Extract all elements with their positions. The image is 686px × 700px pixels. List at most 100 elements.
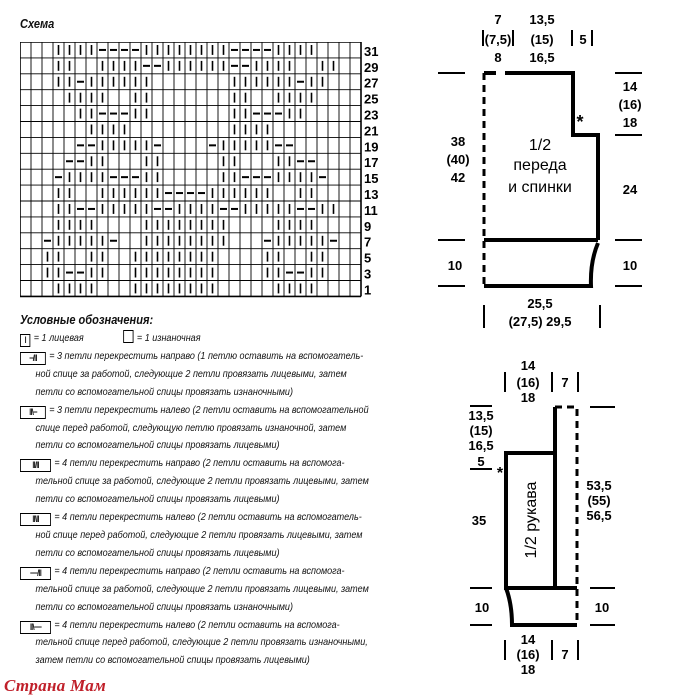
legend-text: петли со вспомогательной спицы провязать… xyxy=(35,385,293,398)
dim-total-length: 53,5 xyxy=(586,478,611,493)
body-outline xyxy=(505,71,600,240)
dim-sleeve-top: (16) xyxy=(516,375,539,390)
legend-title: Условные обозначения: xyxy=(20,312,154,327)
legend-text: тельной спице перед работой, следующие 2… xyxy=(35,636,368,649)
cable-symbol-icon: −/ǀǀ xyxy=(20,351,46,365)
dim-height: 38 xyxy=(451,134,465,149)
row-number: 25 xyxy=(364,92,378,107)
legend-item-line: петли со вспомогательной спицы провязать… xyxy=(20,384,338,402)
legend-text: = 4 петли перекрестить направо (2 петли … xyxy=(54,457,345,470)
cable-symbol-icon: −−/ǀǀ xyxy=(20,566,51,580)
legend-text: = 3 петли перекрестить налево (2 петли о… xyxy=(49,403,369,416)
legend: Условные обозначения: ǀ= 1 лицевая = 1 и… xyxy=(20,312,390,670)
legend-item-line: петли со вспомогательной спицы провязать… xyxy=(20,599,338,617)
legend-item-line: тельной спице перед работой, следующие 2… xyxy=(20,634,367,652)
legend-item-line: тельной спице за работой, следующие 2 пе… xyxy=(20,473,368,491)
cable-symbol-icon: ǀǀ\ǀǀ xyxy=(20,513,51,527)
body-marker: * xyxy=(576,112,583,132)
body-label-1: 1/2 xyxy=(529,137,551,154)
dim-cap: (15) xyxy=(469,423,492,438)
row-number: 5 xyxy=(364,251,371,266)
body-piece-diagram xyxy=(438,30,642,328)
dim-cuff-left: 10 xyxy=(475,600,489,615)
dim-armhole: 14 xyxy=(623,79,638,94)
purl-label: = 1 изнаночная xyxy=(136,332,201,344)
dim-cap: 16,5 xyxy=(468,438,493,453)
row-number: 19 xyxy=(364,139,378,154)
legend-item-line: тельной спице за работой, следующие 2 пе… xyxy=(20,581,368,599)
dim-armhole: (16) xyxy=(618,97,641,112)
dim-neck-depth: 5 xyxy=(579,32,586,47)
legend-text: затем петли со вспомогательной спицы про… xyxy=(35,654,310,667)
row-number: 17 xyxy=(364,155,378,170)
dim-sleeve-length: 35 xyxy=(472,513,486,528)
row-number: 1 xyxy=(364,282,371,297)
sleeve-piece-diagram xyxy=(470,372,615,660)
dim-width: (27,5) 29,5 xyxy=(509,314,572,329)
legend-item-line: −/ǀǀ= 3 петли перекрестить направо (1 пе… xyxy=(20,348,363,366)
row-number: 3 xyxy=(364,267,371,282)
knit-label: = 1 лицевая xyxy=(33,332,84,344)
dim-sleeve-top: 18 xyxy=(521,390,535,405)
legend-text: тельной спице за работой, следующие 2 пе… xyxy=(35,475,369,488)
dim-cap: 13,5 xyxy=(468,408,493,423)
row-number: 31 xyxy=(364,44,378,59)
legend-text: петли со вспомогательной спицы провязать… xyxy=(35,439,280,452)
dim-shoulder: 7 xyxy=(494,12,501,27)
legend-basic: ǀ= 1 лицевая = 1 изнаночная xyxy=(20,330,338,348)
legend-text: спице перед работой, следующую петлю про… xyxy=(35,421,347,434)
dim-height: 42 xyxy=(451,170,465,185)
legend-item-line: −−/ǀǀ= 4 петли перекрестить направо (2 п… xyxy=(20,563,345,581)
row-number: 29 xyxy=(364,60,378,75)
row-number: 21 xyxy=(364,123,378,138)
legend-text: ной спице перед работой, следующие 2 пет… xyxy=(35,528,363,541)
sleeve-marker: * xyxy=(497,465,504,482)
sleeve-label: 1/2 рукава xyxy=(523,481,540,558)
cable-symbol-icon: ǀǀ/ǀǀ xyxy=(20,459,51,473)
row-number: 7 xyxy=(364,235,371,250)
cable-symbol-icon: ǀǀ\− xyxy=(20,405,46,419)
dim-neck: 13,5 xyxy=(529,12,554,27)
legend-text: петли со вспомогательной спицы провязать… xyxy=(35,493,280,506)
body-label-3: и спинки xyxy=(508,179,572,196)
dim-sleeve-bottom: 18 xyxy=(521,662,535,677)
dim-total-length: (55) xyxy=(587,493,610,508)
legend-item-line: спице перед работой, следующую петлю про… xyxy=(20,420,346,438)
legend-text: тельной спице за работой, следующие 2 пе… xyxy=(35,582,369,595)
purl-symbol-icon xyxy=(123,330,134,343)
legend-item-line: петли со вспомогательной спицы провязать… xyxy=(20,545,338,563)
dim-neck: 16,5 xyxy=(529,50,554,65)
row-number: 23 xyxy=(364,108,378,123)
sleeve-outline xyxy=(504,407,577,590)
knit-symbol-icon: ǀ xyxy=(20,334,31,347)
legend-text: петли со вспомогательной спицы провязать… xyxy=(35,546,280,559)
legend-item-line: петли со вспомогательной спицы провязать… xyxy=(20,491,338,509)
legend-text: = 4 петли перекрестить направо (2 петли … xyxy=(54,564,345,577)
row-number: 11 xyxy=(364,203,378,218)
dim-side: 24 xyxy=(623,182,638,197)
row-number: 9 xyxy=(364,219,371,234)
row-number: 13 xyxy=(364,187,378,202)
dim-cuff-right: 10 xyxy=(595,600,609,615)
cable-symbol-icon: ǀǀ\−− xyxy=(20,620,51,634)
dim-shoulder: 8 xyxy=(494,50,501,65)
dim-cap-low: 5 xyxy=(477,454,484,469)
dim-hem-right: 10 xyxy=(623,258,637,273)
dim-hem-left: 10 xyxy=(448,258,462,273)
watermark-logo: Страна Мам xyxy=(4,676,107,695)
dim-sleeve-top-extra: 7 xyxy=(561,375,568,390)
body-hem xyxy=(484,242,600,288)
dim-width: 25,5 xyxy=(527,296,552,311)
dim-sleeve-bottom: (16) xyxy=(516,647,539,662)
chart-title: Схема xyxy=(20,16,55,31)
legend-item-line: ǀǀ\−−= 4 петли перекрестить налево (2 пе… xyxy=(20,617,340,635)
legend-item-line: ной спице за работой, следующие 2 петли … xyxy=(20,366,346,384)
dim-shoulder: (7,5) xyxy=(485,32,512,47)
legend-text: ной спице за работой, следующие 2 петли … xyxy=(35,367,347,380)
body-label-2: переда xyxy=(513,157,566,174)
legend-item-line: петли со вспомогательной спицы провязать… xyxy=(20,437,338,455)
row-number: 15 xyxy=(364,171,378,186)
legend-text: = 4 петли перекрестить налево (2 петли о… xyxy=(54,618,340,631)
